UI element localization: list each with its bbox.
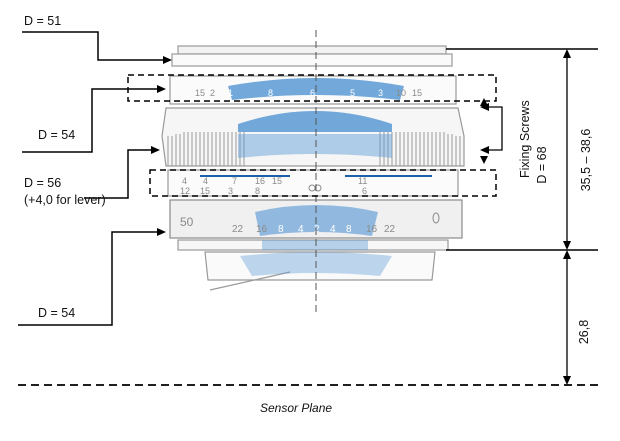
aperture-scale-numbers: 50 22 16 8 4 2 4 8 16 22 [180,212,440,235]
label-d56: D = 56 [24,176,62,190]
dof-num: 4 [182,176,187,186]
dof-num: 11 [358,176,367,186]
aperture-num: 8 [346,224,352,235]
focal-length-mark: 50 [180,215,194,229]
aperture-num: 16 [256,224,268,235]
fixing-arrow-heads [480,98,489,164]
aperture-num: 8 [278,224,284,235]
dof-scale-numbers: 4 4 7 16 15 11 12 15 3 8 6 [180,176,367,196]
label-d51: D = 51 [24,14,62,28]
scale-num: 1 [228,88,233,98]
label-dimension-lower: 26,8 [577,319,591,345]
aperture-num: 4 [298,224,304,235]
dof-num: 15 [200,186,210,196]
dimension-extension-lines [446,48,598,251]
scale-num: 3 [378,88,383,98]
distance-scale-numbers: 15 2 1 8 6 5 3 10 15 [195,88,422,98]
scale-num: 10 [396,88,406,98]
scale-num: 15 [195,88,205,98]
scale-num: 15 [412,88,422,98]
scale-num: 5 [350,88,355,98]
dof-num: 4 [203,176,208,186]
label-fixing-d68: D = 68 [535,146,549,184]
aperture-num: 4 [330,224,336,235]
label-dimension-upper: 35,5 – 38,6 [579,128,593,192]
dof-num: 12 [180,186,190,196]
dof-num: 3 [228,186,233,196]
fixing-screw-boxes [127,74,497,197]
dimension-arrow-heads [563,49,571,385]
label-d54-bottom: D = 54 [38,306,76,320]
label-sensor-plane: Sensor Plane [260,401,333,415]
aperture-num: 22 [384,224,396,235]
aperture-num: 22 [232,224,244,235]
aperture-num: 2 [314,224,320,235]
leader-arrow-heads [151,56,172,236]
label-fixing-screws: Fixing Screws [518,100,532,178]
label-d54-top: D = 54 [38,128,76,142]
fixing-screw-arrows [484,106,503,151]
dof-num: 8 [255,186,260,196]
scale-num: 8 [268,88,273,98]
dof-num: 15 [272,176,282,186]
scale-num: 6 [310,88,315,98]
dof-num: 7 [232,176,237,186]
focus-ring-knurl [167,132,461,166]
scale-num: 2 [210,88,215,98]
aperture-num: 16 [366,224,378,235]
leader-lines [18,31,166,326]
dof-num: 6 [362,186,367,196]
label-d56-note: (+4,0 for lever) [24,193,106,207]
dof-num: 16 [255,176,265,186]
